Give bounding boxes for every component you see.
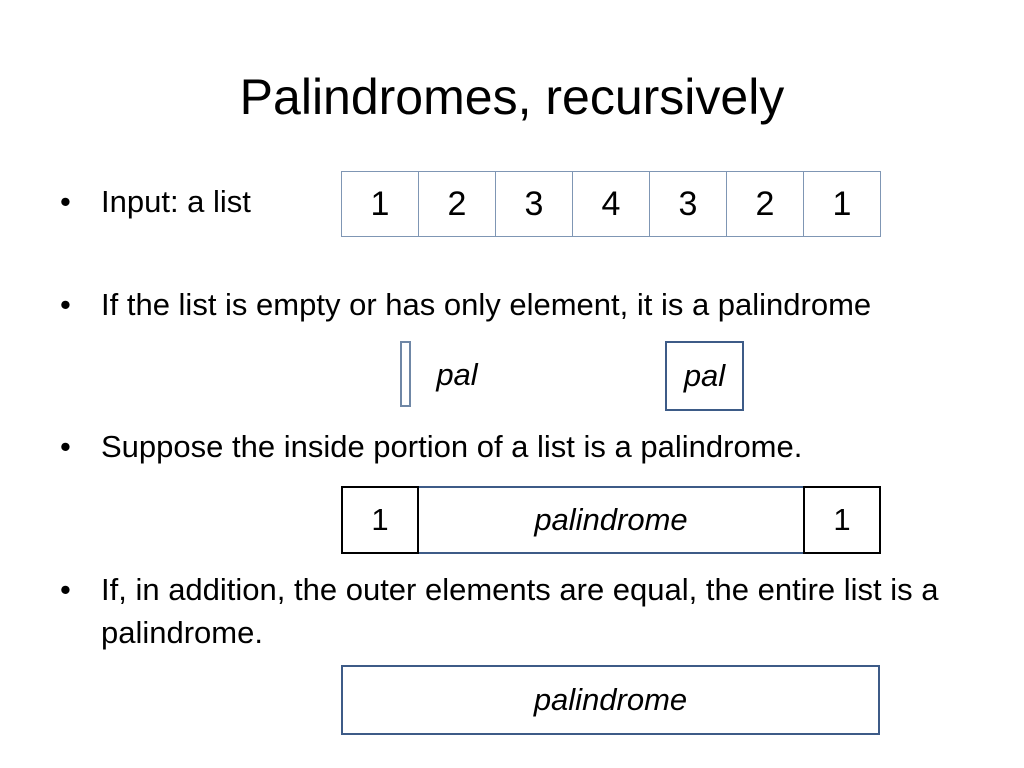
single-element-box: pal: [665, 341, 744, 411]
list-cell: 2: [419, 171, 496, 237]
bullet-text: Suppose the inside portion of a list is …: [101, 429, 803, 464]
bullet-marker: •: [60, 572, 71, 607]
bullet-marker: •: [60, 287, 71, 322]
bullet-text: Input: a list: [101, 184, 251, 219]
list-cell: 2: [727, 171, 804, 237]
list-cell: 3: [496, 171, 573, 237]
bullet-marker: •: [60, 429, 71, 464]
example-list: 1 2 3 4 3 2 1: [341, 171, 881, 237]
outer-right-cell: 1: [803, 486, 881, 554]
list-cell: 4: [573, 171, 650, 237]
list-cell: 1: [341, 171, 419, 237]
slide-title: Palindromes, recursively: [239, 69, 785, 125]
bullet-text: If, in addition, the outer elements are …: [101, 572, 939, 650]
inner-palindrome-cell: palindrome: [419, 486, 803, 554]
empty-list-label: pal: [436, 357, 478, 392]
outer-left-cell: 1: [341, 486, 419, 554]
list-cell: 3: [650, 171, 727, 237]
list-cell: 1: [804, 171, 881, 237]
inner-palindrome-example: 1 palindrome 1: [341, 486, 881, 554]
result-palindrome-box: palindrome: [341, 665, 880, 735]
bullet-text: If the list is empty or has only element…: [101, 287, 872, 322]
bullet-marker: •: [60, 184, 71, 219]
empty-list-box: [400, 341, 411, 407]
